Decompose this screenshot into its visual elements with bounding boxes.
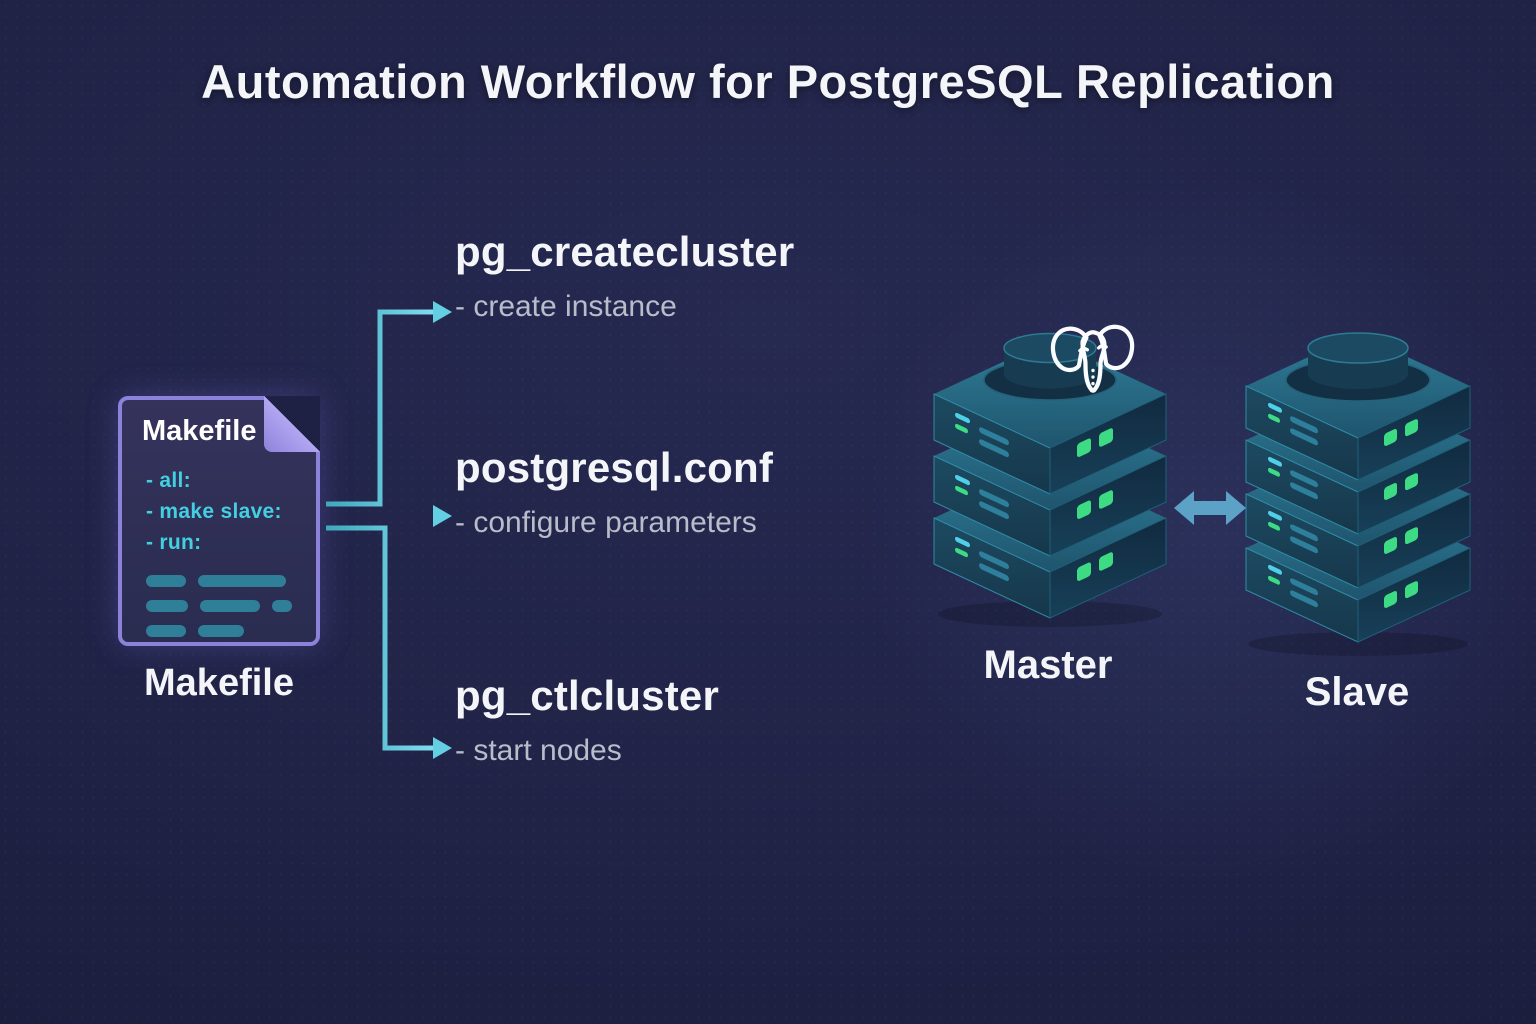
branch-description: - configure parameters	[455, 506, 757, 539]
code-line-bar	[198, 575, 286, 587]
postgresql-elephant-icon	[1050, 324, 1135, 393]
branch-description: - create instance	[455, 290, 677, 323]
makefile-doc-title: Makefile	[142, 415, 257, 447]
makefile-document: Makefile - all: - make slave: - run:	[118, 396, 320, 646]
code-line-bar	[146, 625, 186, 637]
sync-arrow-icon	[1174, 491, 1246, 525]
master-server-icon	[933, 332, 1167, 627]
branch-pg-createcluster: pg_createcluster - create instance	[455, 228, 794, 324]
code-line-row	[146, 575, 316, 587]
branch-command: pg_createcluster	[455, 228, 795, 275]
arrowhead-icon	[433, 737, 452, 759]
code-line-bar	[272, 600, 292, 612]
makefile-entry-run: - run:	[146, 531, 202, 554]
makefile-caption: Makefile	[144, 662, 294, 704]
makefile-entry-all: - all:	[146, 469, 191, 492]
page-fold-icon	[264, 396, 320, 452]
branch-command: postgresql.conf	[455, 444, 774, 491]
makefile-doc-entries: - all: - make slave: - run:	[146, 465, 316, 558]
branch-description: - start nodes	[455, 734, 622, 767]
code-line-bar	[198, 625, 244, 637]
page-title: Automation Workflow for PostgreSQL Repli…	[201, 55, 1335, 108]
branch-postgresql-conf: postgresql.conf - configure parameters	[455, 444, 773, 540]
slave-server-icon	[1245, 332, 1471, 656]
arrowhead-icon	[433, 301, 452, 323]
makefile-entry-make-slave: - make slave:	[146, 500, 282, 523]
arrow-line-bottom	[326, 525, 433, 751]
master-label: Master	[983, 643, 1113, 687]
code-line-bar	[200, 600, 260, 612]
arrow-line-top	[326, 309, 433, 507]
code-lines	[146, 575, 316, 637]
server-cap-cylinder	[1285, 332, 1431, 402]
arrowhead-icon	[433, 505, 452, 527]
server-cap-cylinder	[983, 332, 1117, 401]
branch-command: pg_ctlcluster	[455, 672, 720, 719]
code-line-bar	[146, 600, 188, 612]
code-line-bar	[146, 575, 186, 587]
branch-pg-ctlcluster: pg_ctlcluster - start nodes	[455, 672, 719, 768]
code-line-row	[146, 600, 316, 612]
slave-label: Slave	[1304, 670, 1410, 714]
code-line-row	[146, 625, 316, 637]
